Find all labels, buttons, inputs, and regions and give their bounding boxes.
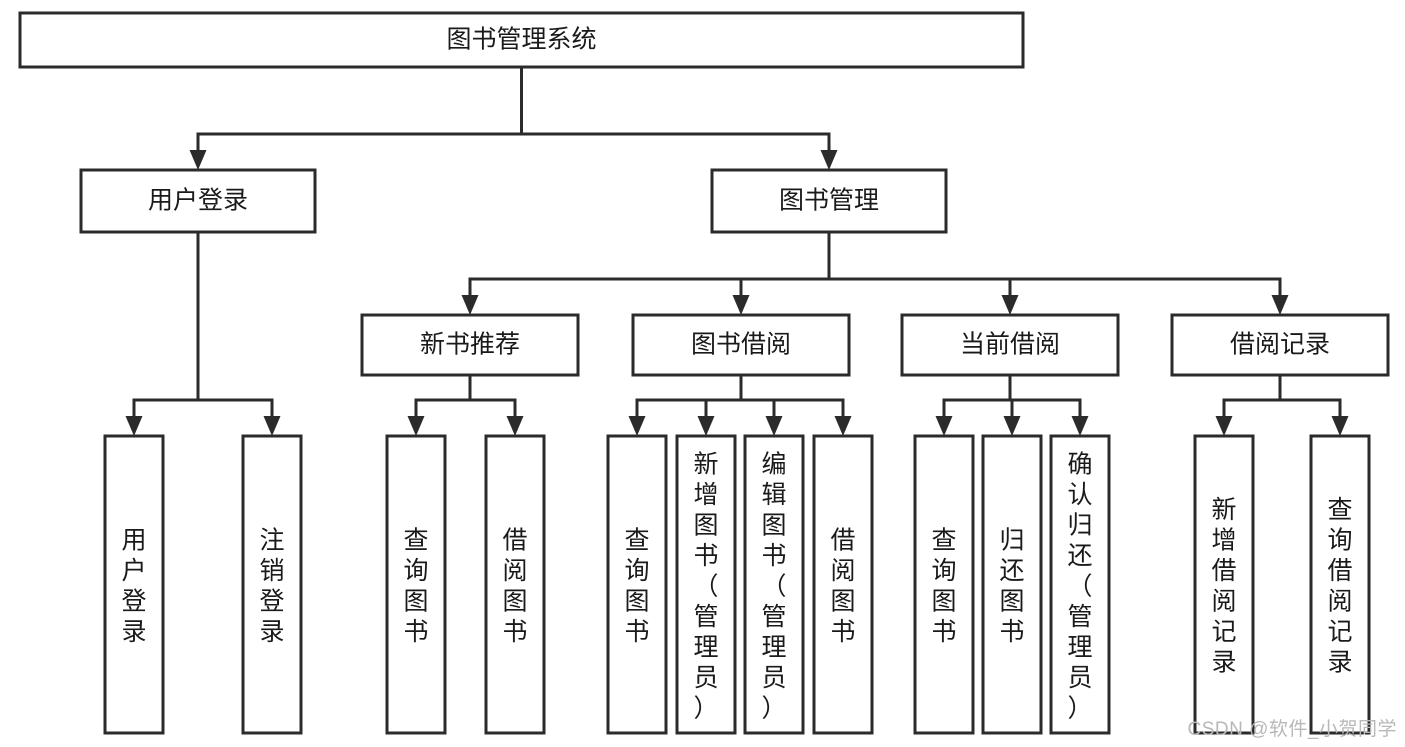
node-box-leaf-bb-edit bbox=[743, 434, 805, 735]
node-box-book-manage bbox=[710, 168, 948, 234]
connector-group-book-manage bbox=[461, 230, 1289, 315]
node-leaf-bb-add[interactable]: 新增图书（管理员） bbox=[675, 434, 737, 735]
node-label-user-login: 用户登录 bbox=[148, 187, 248, 215]
node-label-book-borrow: 图书借阅 bbox=[691, 331, 791, 359]
node-label-current-borrow: 当前借阅 bbox=[960, 331, 1060, 359]
node-new-book-recommend[interactable]: 新书推荐 bbox=[360, 313, 580, 377]
node-root[interactable]: 图书管理系统 bbox=[18, 11, 1025, 69]
node-user-login[interactable]: 用户登录 bbox=[79, 168, 317, 234]
node-leaf-cb-query[interactable]: 查询图书 bbox=[913, 434, 975, 735]
node-book-manage[interactable]: 图书管理 bbox=[710, 168, 948, 234]
node-current-borrow[interactable]: 当前借阅 bbox=[900, 313, 1120, 377]
node-box-leaf-br-query bbox=[1309, 434, 1371, 735]
node-leaf-nb-query[interactable]: 查询图书 bbox=[385, 434, 447, 735]
node-box-leaf-logout bbox=[241, 434, 303, 735]
node-borrow-record[interactable]: 借阅记录 bbox=[1170, 313, 1390, 377]
connector-group-root bbox=[189, 65, 838, 170]
node-label-leaf-cb-return: 归还图书 bbox=[999, 527, 1024, 647]
connector-group-book-borrow bbox=[628, 373, 852, 436]
node-box-leaf-bb-query bbox=[606, 434, 668, 735]
node-label-leaf-bb-query: 查询图书 bbox=[624, 527, 649, 647]
node-box-leaf-br-add bbox=[1193, 434, 1255, 735]
node-label-leaf-logout: 注销登录 bbox=[259, 527, 284, 647]
node-leaf-br-add[interactable]: 新增借阅记录 bbox=[1193, 434, 1255, 735]
node-label-leaf-bb-edit: 编辑图书（管理员） bbox=[761, 450, 786, 722]
node-box-leaf-bb-add bbox=[675, 434, 737, 735]
node-box-new-book-recommend bbox=[360, 313, 580, 377]
node-label-new-book-recommend: 新书推荐 bbox=[420, 331, 520, 359]
connector-layer bbox=[125, 65, 1349, 436]
node-box-leaf-cb-return bbox=[981, 434, 1043, 735]
node-box-leaf-nb-query bbox=[385, 434, 447, 735]
node-leaf-bb-edit[interactable]: 编辑图书（管理员） bbox=[743, 434, 805, 735]
node-label-leaf-user-login: 用户登录 bbox=[121, 527, 146, 647]
node-layer: 图书管理系统用户登录图书管理新书推荐图书借阅当前借阅借阅记录用户登录注销登录查询… bbox=[18, 11, 1390, 735]
node-box-root bbox=[18, 11, 1025, 69]
node-leaf-bb-query[interactable]: 查询图书 bbox=[606, 434, 668, 735]
node-leaf-logout[interactable]: 注销登录 bbox=[241, 434, 303, 735]
node-leaf-user-login[interactable]: 用户登录 bbox=[103, 434, 165, 735]
node-box-leaf-user-login bbox=[103, 434, 165, 735]
node-label-root: 图书管理系统 bbox=[446, 26, 596, 54]
connector-group-borrow-record bbox=[1215, 373, 1349, 436]
connector-group-new-book-recommend bbox=[407, 373, 524, 436]
node-leaf-br-query[interactable]: 查询借阅记录 bbox=[1309, 434, 1371, 735]
csdn-watermark: CSDN @软件_小贺同学 bbox=[1187, 719, 1397, 740]
node-label-leaf-br-query: 查询借阅记录 bbox=[1327, 496, 1352, 677]
node-box-leaf-bb-borrow bbox=[812, 434, 874, 735]
node-leaf-cb-return[interactable]: 归还图书 bbox=[981, 434, 1043, 735]
node-label-leaf-nb-query: 查询图书 bbox=[403, 527, 428, 647]
node-label-leaf-cb-confirm: 确认归还（管理员） bbox=[1067, 450, 1092, 722]
node-box-book-borrow bbox=[631, 313, 851, 377]
node-book-borrow[interactable]: 图书借阅 bbox=[631, 313, 851, 377]
node-label-borrow-record: 借阅记录 bbox=[1230, 331, 1330, 359]
node-box-borrow-record bbox=[1170, 313, 1390, 377]
node-label-leaf-cb-query: 查询图书 bbox=[931, 527, 956, 647]
node-label-leaf-nb-borrow: 借阅图书 bbox=[502, 527, 527, 647]
node-label-book-manage: 图书管理 bbox=[779, 187, 879, 215]
node-box-leaf-cb-query bbox=[913, 434, 975, 735]
node-leaf-cb-confirm[interactable]: 确认归还（管理员） bbox=[1049, 434, 1111, 735]
node-box-leaf-cb-confirm bbox=[1049, 434, 1111, 735]
node-leaf-bb-borrow[interactable]: 借阅图书 bbox=[812, 434, 874, 735]
connector-group-current-borrow bbox=[935, 373, 1089, 436]
connector-group-user-login bbox=[125, 230, 281, 436]
node-leaf-nb-borrow[interactable]: 借阅图书 bbox=[484, 434, 546, 735]
node-box-user-login bbox=[79, 168, 317, 234]
node-box-current-borrow bbox=[900, 313, 1120, 377]
node-box-leaf-nb-borrow bbox=[484, 434, 546, 735]
node-label-leaf-br-add: 新增借阅记录 bbox=[1211, 496, 1236, 677]
node-label-leaf-bb-add: 新增图书（管理员） bbox=[693, 450, 718, 722]
node-label-leaf-bb-borrow: 借阅图书 bbox=[830, 527, 855, 647]
